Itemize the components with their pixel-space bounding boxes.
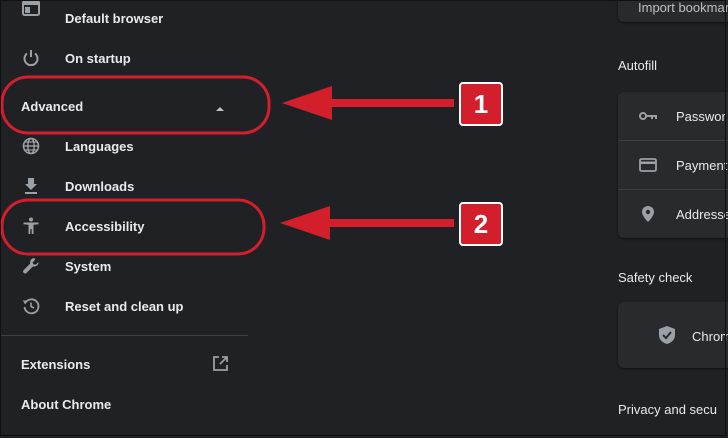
sidebar-item-extensions[interactable]: Extensions [0,344,248,384]
autofill-section-title: Autofill [618,58,658,73]
credit-card-icon [638,155,658,175]
sidebar-item-label: On startup [65,51,131,66]
sidebar-item-label: Extensions [21,357,91,372]
safety-check-card[interactable]: Chrome c [618,302,728,368]
sidebar-item-about-chrome[interactable]: About Chrome [0,384,248,424]
accessibility-icon [21,216,41,236]
sidebar-item-label: About Chrome [21,397,112,412]
safety-check-section-title: Safety check [618,270,693,285]
sidebar-item-system[interactable]: System [0,246,248,286]
wrench-icon [21,256,41,276]
sidebar-item-default-browser[interactable]: Default browser [0,0,248,40]
sidebar-item-languages[interactable]: Languages [0,126,248,166]
settings-main-content: Import bookmark Autofill Passwor Payment… [598,0,728,438]
autofill-row-addresses[interactable]: Addresse [618,190,728,238]
location-pin-icon [638,204,658,224]
sidebar-item-label: Downloads [65,179,135,194]
sidebar-item-accessibility[interactable]: Accessibility [0,206,248,246]
sidebar-item-on-startup[interactable]: On startup [0,38,248,78]
shield-check-icon [658,325,678,345]
globe-icon [21,136,41,156]
caret-up-icon [215,101,225,111]
download-icon [21,176,41,196]
import-bookmarks-card[interactable]: Import bookmark [618,0,728,22]
sidebar-item-label: Default browser [65,11,164,26]
step-badge-2: 2 [459,202,503,246]
sidebar-item-label: System [65,259,112,274]
import-bookmarks-label: Import bookmark [638,0,728,15]
arrow-2 [280,206,454,240]
history-icon [21,296,41,316]
sidebar-item-downloads[interactable]: Downloads [0,166,248,206]
sidebar-item-label: Accessibility [65,219,145,234]
power-icon [21,48,41,68]
autofill-row-payment[interactable]: Payment [618,141,728,190]
safety-check-label: Chrome c [692,329,728,344]
sidebar-divider [0,335,248,336]
arrow-1 [282,86,454,120]
open-in-new-icon [212,355,229,377]
settings-sidebar: Default browser On startup Advanced Lang… [0,0,248,438]
sidebar-section-label: Advanced [21,99,84,114]
key-icon [638,106,658,126]
sidebar-item-reset[interactable]: Reset and clean up [0,286,248,326]
step-badge-1: 1 [459,82,503,126]
autofill-row-passwords[interactable]: Passwor [618,92,728,141]
browser-window-icon [21,0,41,18]
sidebar-item-label: Languages [65,139,134,154]
privacy-section-title: Privacy and secu [618,402,717,417]
autofill-row-label: Payment [676,157,728,173]
autofill-row-label: Addresse [676,206,728,222]
sidebar-item-label: Reset and clean up [65,299,184,314]
sidebar-section-advanced[interactable]: Advanced [0,86,248,126]
autofill-card: Passwor Payment Addresse [618,92,728,238]
autofill-row-label: Passwor [676,108,726,124]
